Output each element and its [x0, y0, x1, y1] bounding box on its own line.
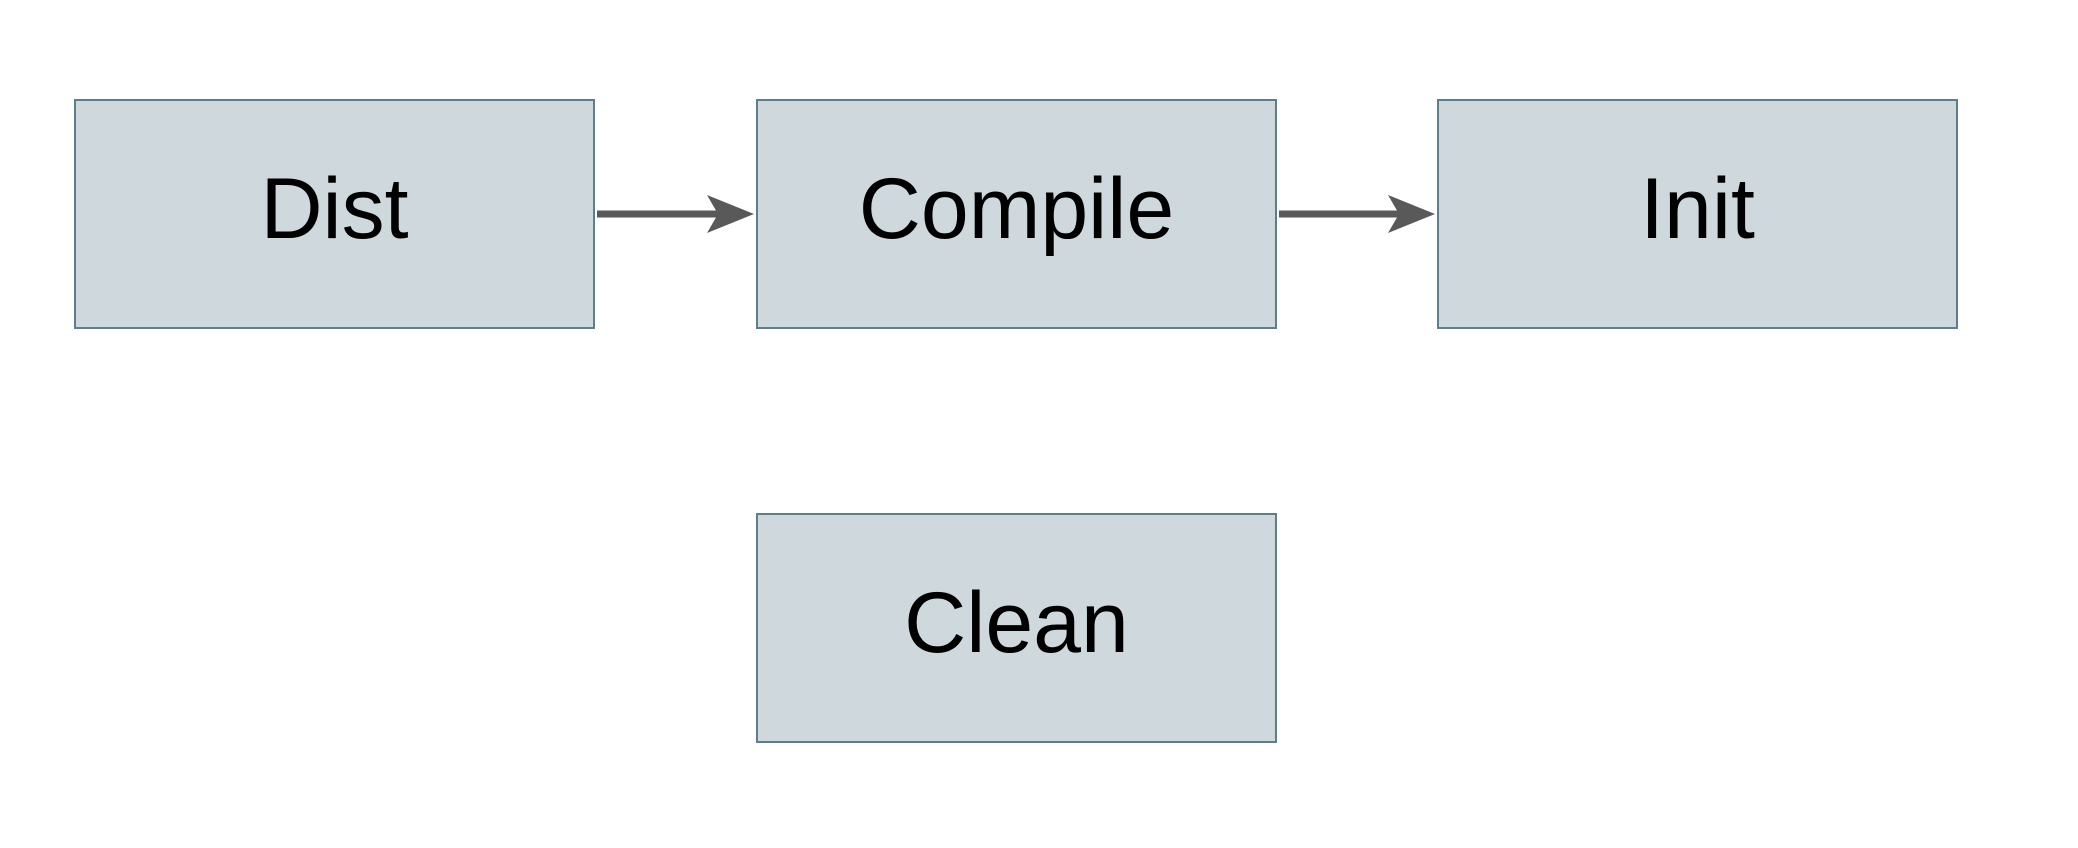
node-dist[interactable]: Dist — [74, 99, 595, 329]
node-compile-label: Compile — [858, 161, 1175, 257]
node-clean[interactable]: Clean — [756, 513, 1277, 743]
node-init[interactable]: Init — [1437, 99, 1958, 329]
node-init-label: Init — [1640, 161, 1755, 257]
node-clean-label: Clean — [904, 575, 1129, 671]
node-compile[interactable]: Compile — [756, 99, 1277, 329]
node-dist-label: Dist — [260, 161, 409, 257]
arrow-compile-to-init[interactable] — [1279, 190, 1437, 238]
arrow-dist-to-compile[interactable] — [597, 190, 756, 238]
